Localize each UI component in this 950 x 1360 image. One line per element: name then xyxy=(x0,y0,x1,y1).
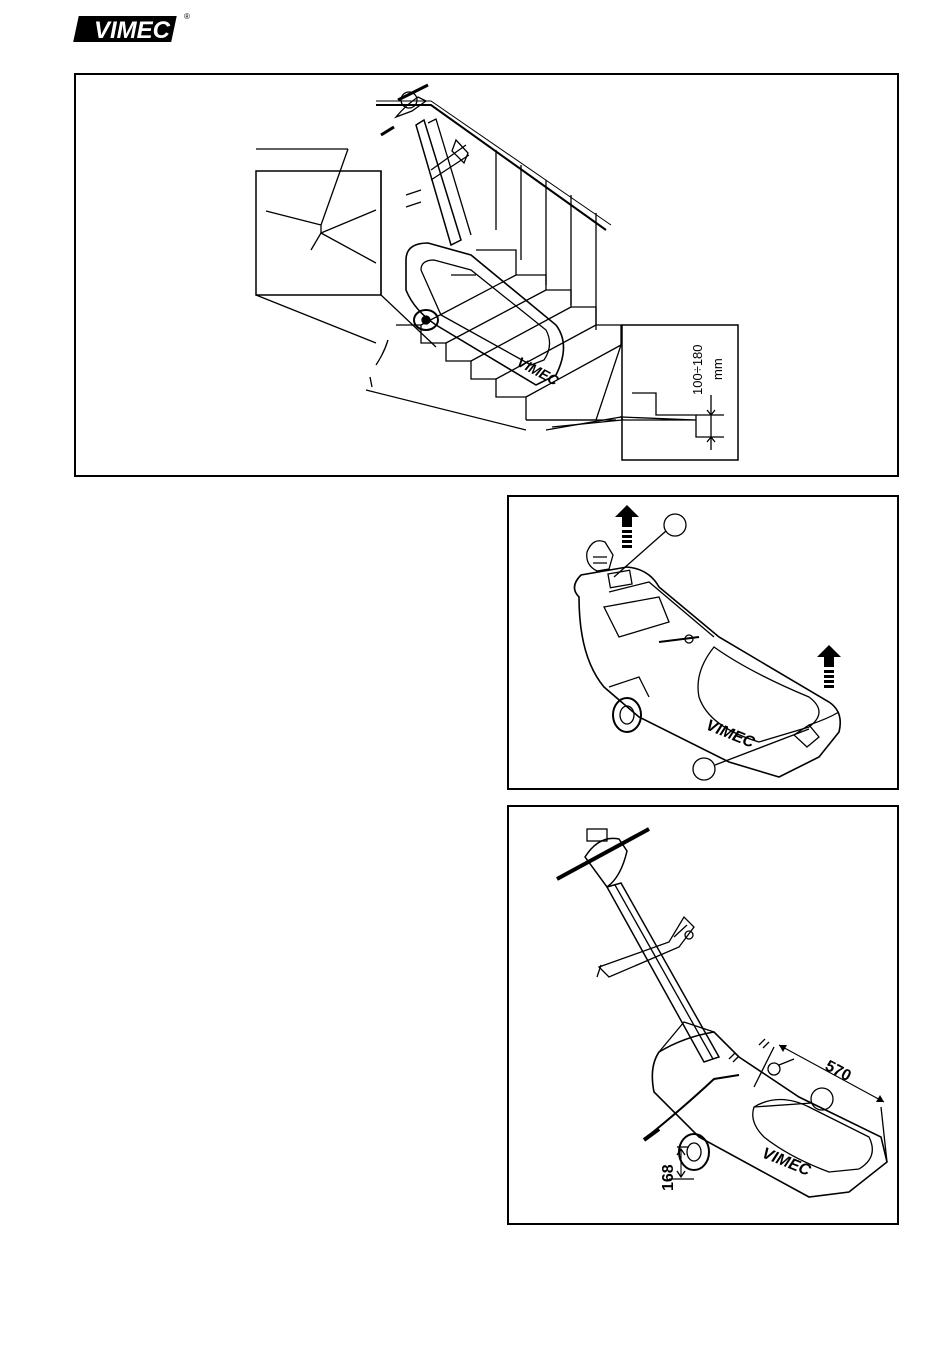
lift-arrow-icon xyxy=(817,645,841,688)
base-lifting-illustration: VIMEC xyxy=(509,497,897,788)
registered-mark: ® xyxy=(184,12,190,21)
callout-circle-upper xyxy=(664,514,686,536)
figure-stair-climber-on-stairs: VIMEC 100÷180 mm xyxy=(74,73,899,477)
machine-brand-label: VIMEC xyxy=(704,717,758,752)
wheel-height-dimension-label: 168 xyxy=(660,1164,677,1191)
figure-base-lifting: VIMEC xyxy=(507,495,899,790)
step-height-value: 100÷180 xyxy=(690,344,705,395)
callout-circle xyxy=(811,1088,833,1110)
callout-circle-lower xyxy=(693,758,715,780)
width-dimension-label: 570 xyxy=(822,1058,854,1086)
lift-arrow-icon xyxy=(615,505,639,548)
machine-dimensions-illustration: VIMEC 570 168 xyxy=(509,807,897,1223)
step-height-unit: mm xyxy=(710,358,725,380)
stair-illustration: VIMEC 100÷180 mm xyxy=(76,75,897,475)
vimec-logo: VIMEC ® xyxy=(72,10,190,50)
logo-text: VIMEC xyxy=(94,17,171,44)
figure-machine-dimensions: VIMEC 570 168 xyxy=(507,805,899,1225)
